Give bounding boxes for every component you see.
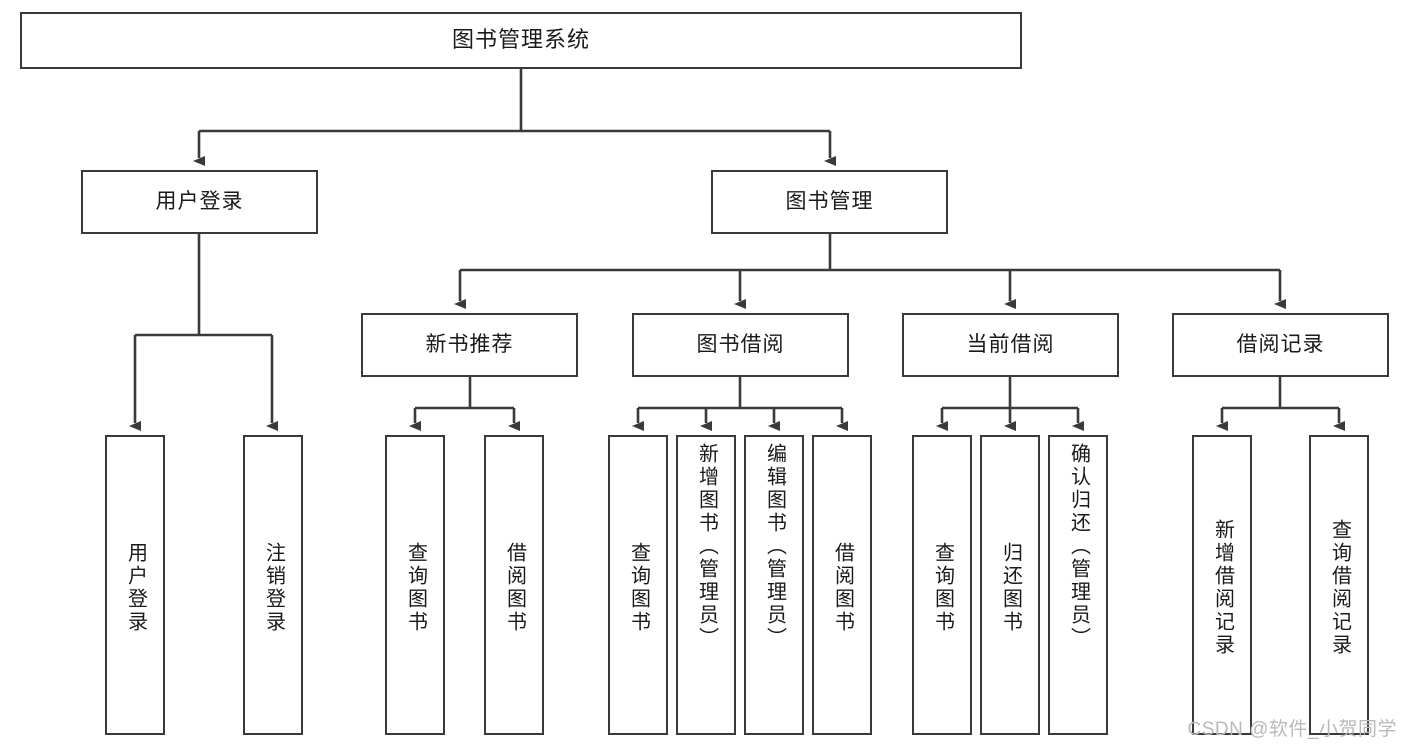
node-book-management[interactable]: 图书管理 xyxy=(711,170,948,234)
node-label: 查询图书 xyxy=(931,542,954,634)
csdn-watermark: CSDN @软件_小贺同学 xyxy=(1187,719,1397,740)
node-label: 归还图书 xyxy=(999,542,1022,634)
leaf-borrow-add-book-admin[interactable]: 新增图书（管理员） xyxy=(676,435,736,735)
leaf-borrow-query-book[interactable]: 查询图书 xyxy=(608,435,668,735)
node-label: 查询借阅记录 xyxy=(1328,519,1351,657)
node-user-login[interactable]: 用户登录 xyxy=(81,170,318,234)
leaf-current-return-book[interactable]: 归还图书 xyxy=(980,435,1040,735)
node-label: 查询图书 xyxy=(627,542,650,634)
leaf-borrow-borrow-book[interactable]: 借阅图书 xyxy=(812,435,872,735)
node-book-borrow[interactable]: 图书借阅 xyxy=(632,313,849,377)
leaf-record-query[interactable]: 查询借阅记录 xyxy=(1309,435,1369,735)
node-label: 用户登录 xyxy=(124,542,147,634)
leaf-current-query-book[interactable]: 查询图书 xyxy=(912,435,972,735)
node-borrow-record[interactable]: 借阅记录 xyxy=(1172,313,1389,377)
node-label: 借阅记录 xyxy=(1236,333,1325,357)
node-label: 图书管理系统 xyxy=(451,27,590,53)
leaf-user-logout[interactable]: 注销登录 xyxy=(243,435,303,735)
node-label: 确认归还（管理员） xyxy=(1067,443,1090,650)
leaf-current-confirm-return-admin[interactable]: 确认归还（管理员） xyxy=(1048,435,1108,735)
node-label: 图书管理 xyxy=(785,190,874,214)
node-current-borrow[interactable]: 当前借阅 xyxy=(902,313,1119,377)
node-label: 查询图书 xyxy=(404,542,427,634)
node-label: 编辑图书（管理员） xyxy=(763,443,786,650)
node-label: 借阅图书 xyxy=(503,542,526,634)
leaf-new-book-borrow[interactable]: 借阅图书 xyxy=(484,435,544,735)
node-label: 用户登录 xyxy=(155,190,244,214)
leaf-borrow-edit-book-admin[interactable]: 编辑图书（管理员） xyxy=(744,435,804,735)
node-label: 当前借阅 xyxy=(966,333,1055,357)
node-label: 借阅图书 xyxy=(831,542,854,634)
leaf-record-add[interactable]: 新增借阅记录 xyxy=(1192,435,1252,735)
node-label: 新书推荐 xyxy=(425,333,514,357)
node-new-book-recommend[interactable]: 新书推荐 xyxy=(361,313,578,377)
node-label: 新增图书（管理员） xyxy=(695,443,718,650)
leaf-new-book-query[interactable]: 查询图书 xyxy=(385,435,445,735)
node-label: 新增借阅记录 xyxy=(1211,519,1234,657)
node-label: 图书借阅 xyxy=(696,333,785,357)
node-label: 注销登录 xyxy=(262,542,285,634)
node-root-library-system[interactable]: 图书管理系统 xyxy=(20,12,1022,69)
leaf-user-login[interactable]: 用户登录 xyxy=(105,435,165,735)
